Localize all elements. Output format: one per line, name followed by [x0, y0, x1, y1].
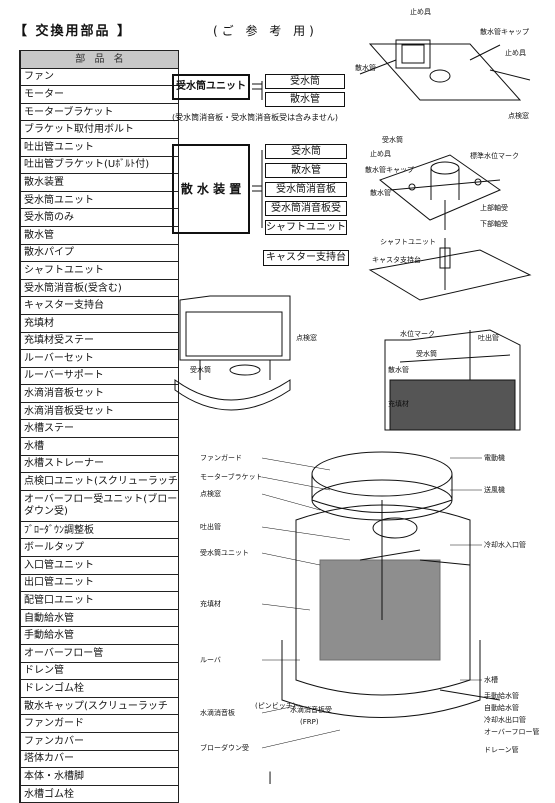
diagram-label: 点検窓: [296, 333, 317, 342]
diagram-label: 水滴消音板: [200, 708, 235, 717]
sprinkler-item-box: 受水筒消音板: [265, 182, 347, 197]
diagram-label: 受水筒: [190, 365, 211, 374]
diagram-label: 水位マーク: [400, 329, 435, 338]
diagram-label: 充填材: [200, 599, 221, 608]
diagram-label: キャスタ支持台: [372, 255, 421, 264]
sprinkler-item-box: 受水筒消音板受: [265, 201, 347, 216]
diagram-label: 下部軸受: [480, 219, 508, 228]
diagram-label: 電動機: [484, 453, 505, 462]
diagram-label: シャフトユニット: [380, 238, 436, 246]
diagram-label: 冷却水入口管: [484, 540, 526, 549]
diagram-label: (ピンビッチ): [255, 701, 296, 710]
diagram-label: 吐出管: [200, 522, 221, 531]
table-row: 入口管ユニット: [19, 556, 179, 575]
page-title: 【 交換用部品 】: [14, 24, 133, 39]
sprinkler-item-box: 受水筒: [265, 144, 347, 159]
diagram-label: (FRP): [300, 718, 319, 726]
row-index-cell: [19, 489, 21, 522]
diagram-label: 手動給水管: [484, 691, 519, 700]
table-row: モーターブラケット: [19, 102, 179, 122]
diagram-label: 点検窓: [508, 111, 529, 120]
diagram-label: 点検窓: [200, 489, 221, 498]
diagram-label: 冷却水出口管: [484, 715, 526, 724]
receiver-note: (受水筒消音板・受水筒消音板受は含みません): [172, 113, 339, 122]
diagram-label: 吐出管: [478, 333, 499, 342]
diagram-label: 受水筒: [382, 135, 403, 144]
sprinkler-box: 散 水 装 置: [172, 144, 250, 234]
diagram-label: オーバーフロー管: [484, 727, 540, 736]
table-row: 散水パイプ: [19, 243, 179, 263]
diagram-label: ブローダウン受: [200, 743, 249, 752]
diagram-label: 水槽: [484, 675, 498, 684]
diagram-label: 水滴消音板受: [290, 705, 332, 714]
diagram-label: ルーバ: [200, 656, 221, 664]
table-row: ルーバーセット: [19, 349, 179, 368]
reference-note: (ご 参 考 用): [213, 24, 318, 38]
diagram-label: 止め具: [410, 7, 431, 16]
diagram-label: 散水管キャップ: [480, 27, 529, 36]
receiver-item-box: 散水管: [265, 92, 345, 107]
parts-table: 部 品 名ファンモーターモーターブラケットブラケット取付用ボルト吐出管ユニット吐…: [19, 50, 179, 803]
table-row: シャフトユニット: [19, 261, 179, 280]
diagram-label: 上部軸受: [480, 203, 508, 212]
column-header: 部 品 名: [20, 50, 179, 69]
diagram-label: モーターブラケット: [200, 472, 263, 481]
diagram-label: 散水管: [388, 365, 409, 374]
diagram-label: ファンガード: [200, 453, 242, 462]
diagram-label: 散水管キャップ: [365, 165, 414, 174]
diagram-label: 止め具: [370, 149, 391, 158]
diagram-label: 受水筒: [416, 349, 437, 358]
table-row: オーバーフロー受ユニット(ブローダウン受): [19, 489, 179, 522]
diagram-label: 散水管: [355, 63, 376, 72]
sprinkler-item-box: 散水管: [265, 163, 347, 178]
sprinkler-item-box: シャフトユニット: [265, 220, 347, 235]
table-row: ボールタップ: [19, 538, 179, 558]
diagram-label: 散水管: [370, 188, 391, 197]
receiver-unit-box: 受水筒ユニット: [172, 74, 250, 100]
diagram-label: 自動給水管: [484, 703, 519, 712]
diagram-label: 受水筒ユニット: [200, 548, 249, 557]
diagram-label: 止め具: [505, 48, 526, 57]
diagram-label: 送風機: [484, 485, 505, 494]
caster-box: キャスター支持台: [263, 250, 349, 266]
receiver-item-box: 受水筒: [265, 74, 345, 89]
page-mark: |: [268, 770, 273, 784]
diagram-label: 充填材: [388, 399, 409, 408]
diagram-label: 標準水位マーク: [470, 151, 519, 160]
table-header-row: 部 品 名: [19, 50, 179, 69]
part-name-cell: オーバーフロー受ユニット(ブローダウン受): [20, 489, 179, 522]
diagram-label: ドレーン管: [484, 745, 519, 754]
